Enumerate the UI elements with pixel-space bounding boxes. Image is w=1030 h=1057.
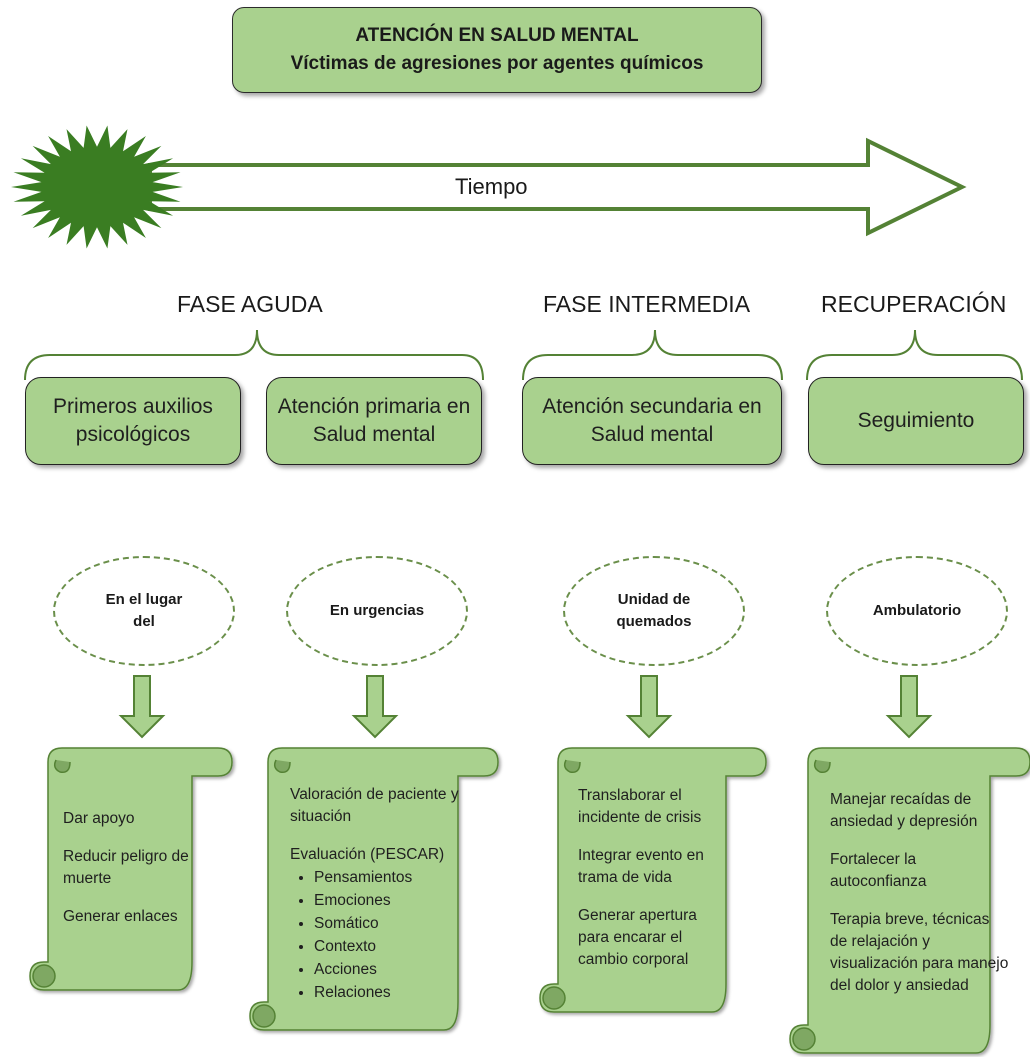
- scroll-4-item: Terapia breve, técnicas de relajación y …: [830, 911, 1009, 994]
- setting-en-el-lugar: En el lugar del: [53, 556, 235, 666]
- title-line-2: Víctimas de agresiones por agentes quími…: [290, 53, 704, 74]
- scroll-1-text: Dar apoyo Reducir peligro de muerte Gene…: [63, 808, 203, 928]
- scroll-4-item: Manejar recaídas de ansiedad y depresión: [830, 791, 978, 830]
- scroll-2-eval-heading: Evaluación (PESCAR): [290, 846, 445, 863]
- bullet-item: Contexto: [314, 935, 460, 958]
- starburst-icon: [11, 125, 183, 249]
- scroll-3-item: Generar apertura para encarar el cambio …: [578, 907, 697, 968]
- down-arrows: [118, 675, 933, 739]
- bullet-item: Somático: [314, 912, 460, 935]
- scrolls: [29, 747, 1030, 1054]
- title-box: ATENCIÓN EN SALUD MENTAL Víctimas de agr…: [232, 7, 762, 93]
- box-atencion-secundaria: Atención secundaria en Salud mental: [522, 377, 782, 465]
- time-label: Tiempo: [455, 174, 528, 199]
- down-arrow-1: [118, 675, 166, 739]
- time-arrow: [148, 137, 967, 237]
- scroll-1-item: Reducir peligro de muerte: [63, 848, 189, 887]
- box-atencion-primaria: Atención primaria en Salud mental: [266, 377, 482, 465]
- down-arrow-2: [351, 675, 399, 739]
- phase-recuperacion: RECUPERACIÓN: [821, 291, 1007, 317]
- bullet-item: Pensamientos: [314, 866, 460, 889]
- scroll-1-item: Generar enlaces: [63, 908, 178, 925]
- scroll-2: [249, 747, 499, 1031]
- phase-fase-intermedia: FASE INTERMEDIA: [543, 291, 751, 317]
- scroll-3: [539, 747, 767, 1013]
- scroll-2-text: Valoración de paciente y situación Evalu…: [290, 784, 460, 1004]
- down-arrow-4: [885, 675, 933, 739]
- scroll-4: [789, 747, 1030, 1054]
- scroll-4-text: Manejar recaídas de ansiedad y depresión…: [830, 789, 1010, 997]
- brace-fase-aguda: [24, 329, 484, 381]
- scroll-2-intro: Valoración de paciente y situación: [290, 786, 459, 825]
- brace-recuperacion: [806, 329, 1023, 381]
- setting-en-urgencias: En urgencias: [286, 556, 468, 666]
- box-seguimiento: Seguimiento: [808, 377, 1024, 465]
- scroll-3-item: Translaborar el incidente de crisis: [578, 787, 702, 826]
- scroll-1: [29, 747, 233, 991]
- brace-fase-intermedia: [522, 329, 783, 381]
- phase-fase-aguda: FASE AGUDA: [177, 291, 323, 317]
- title-line-1: ATENCIÓN EN SALUD MENTAL: [355, 25, 639, 46]
- down-arrow-3: [625, 675, 673, 739]
- setting-ambulatorio: Ambulatorio: [826, 556, 1008, 666]
- scroll-3-text: Translaborar el incidente de crisis Inte…: [578, 785, 728, 971]
- bullet-item: Relaciones: [314, 981, 460, 1004]
- scroll-3-item: Integrar evento en trama de vida: [578, 847, 704, 886]
- scroll-2-bullets: Pensamientos Emociones Somático Contexto…: [290, 866, 460, 1004]
- bullet-item: Acciones: [314, 958, 460, 981]
- box-primeros-auxilios: Primeros auxilios psicológicos: [25, 377, 241, 465]
- scroll-4-item: Fortalecer la autoconfianza: [830, 851, 927, 890]
- scroll-1-item: Dar apoyo: [63, 810, 135, 827]
- setting-unidad-quemados: Unidad de quemados: [563, 556, 745, 666]
- bullet-item: Emociones: [314, 889, 460, 912]
